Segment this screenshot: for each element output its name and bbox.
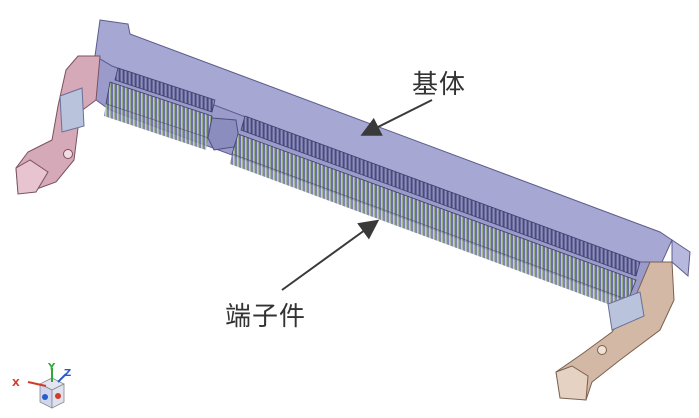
- terminal-leader-arrow: [281, 219, 380, 291]
- right-latch-inner: [607, 291, 645, 331]
- base-leader-arrow: [360, 99, 433, 136]
- pin-tails-right: [230, 154, 628, 310]
- right-end-cap: [671, 239, 691, 278]
- contact-row-left-upper: [114, 67, 216, 113]
- pin-tails-left: [104, 104, 208, 150]
- left-latch-tab: [15, 159, 49, 195]
- triad-y-label: Y: [47, 362, 56, 373]
- left-latch-hole: [63, 149, 73, 159]
- axis-triad: X Y Z: [12, 362, 71, 409]
- triad-z-label: Z: [64, 368, 71, 379]
- triad-z-axis: [57, 373, 67, 383]
- triad-x-dot: [42, 394, 48, 400]
- triad-y-dot: [55, 393, 61, 399]
- terminal-callout-label: 端子件: [225, 302, 307, 332]
- triad-x-axis: [27, 381, 47, 387]
- base-callout-label: 基体: [412, 70, 467, 100]
- triad-x-label: X: [12, 378, 20, 389]
- contact-row-right-upper: [240, 115, 641, 277]
- left-latch-inner: [59, 87, 85, 133]
- right-latch-tab: [555, 365, 589, 401]
- polarization-key: [207, 117, 241, 151]
- right-latch-hole: [597, 345, 607, 355]
